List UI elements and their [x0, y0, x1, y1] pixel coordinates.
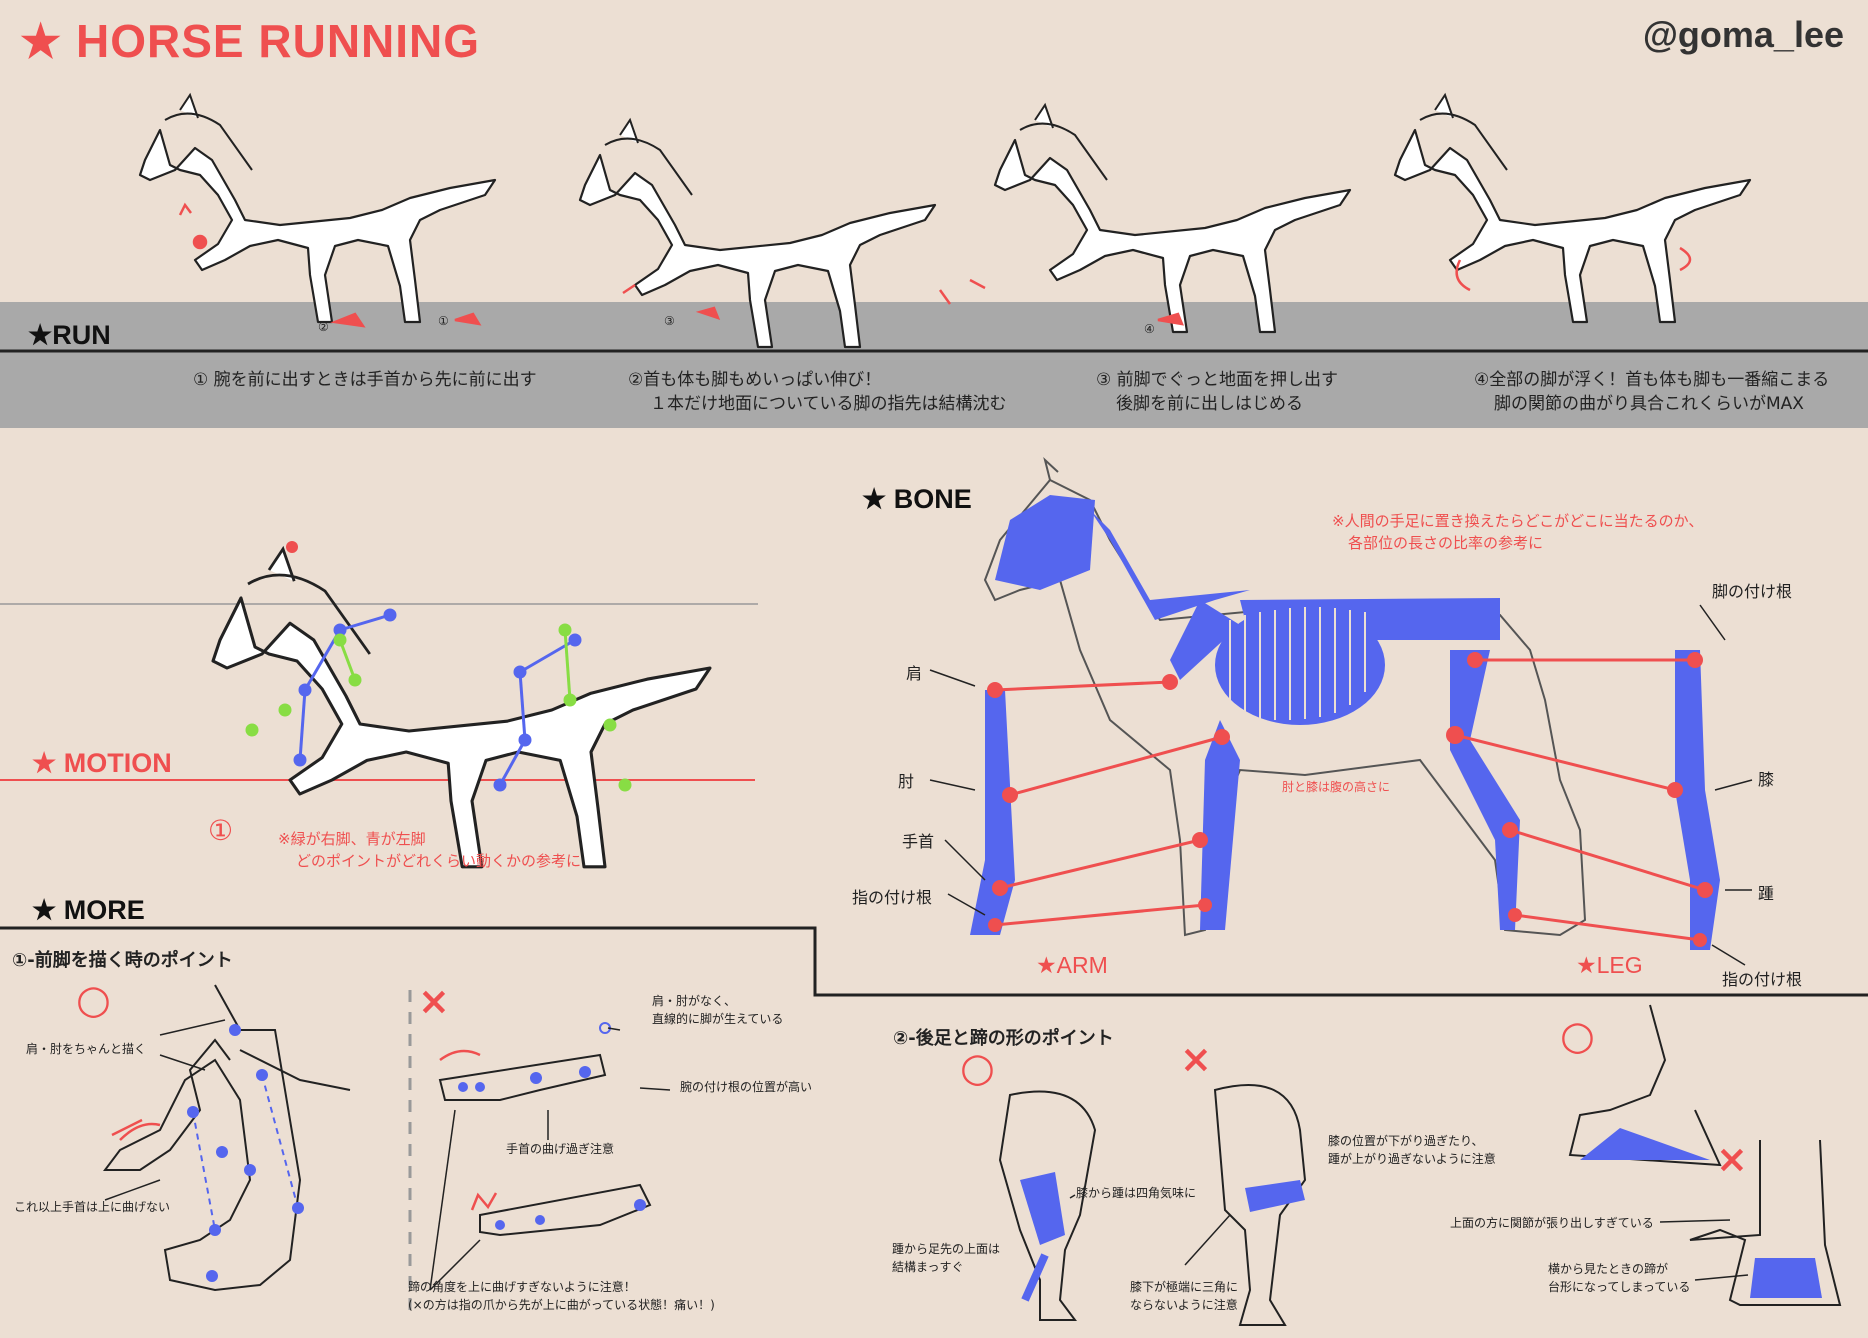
more-box-outline — [0, 926, 1868, 997]
more1-title: ①-前脚を描く時のポイント — [12, 950, 233, 971]
more2-hoof-good-mark: ○ — [1560, 1013, 1595, 1059]
bone-note: ※人間の手足に置き換えたらどこがどこに当たるのか、各部位の長さの比率の参考に — [1332, 512, 1704, 552]
more2-good-leg — [998, 1090, 1097, 1321]
more1-bad-note1: 肩・肘がなく、直線的に脚が生えている — [652, 994, 784, 1026]
arm-label-shoulder: 肩 — [906, 664, 923, 683]
author-handle: @goma_lee — [1642, 14, 1844, 55]
leg-label-finger-base: 指の付け根 — [1722, 970, 1803, 989]
section-run-label: ★RUN — [28, 320, 111, 350]
arm-label-elbow: 肘 — [898, 772, 915, 791]
run-horse-3 — [993, 103, 1352, 334]
leg-title: ★LEG — [1576, 952, 1643, 978]
more1-bottom-note: 蹄の角度を上に曲げすぎないように注意！(×の方は指の爪から先が上に曲がっている状… — [408, 1280, 715, 1312]
run-caption-4: ④全部の脚が浮く！首も体も脚も一番縮こまる脚の関節の曲がり具合これくらいがMAX — [1474, 370, 1830, 414]
run-marker: ④ — [1144, 322, 1155, 336]
section-bone-label: ★ BONE — [862, 484, 972, 514]
arm-label-wrist: 手首 — [902, 832, 935, 851]
more2-bad-mark: × — [1180, 1037, 1212, 1081]
more2-note-trapezoid: 横から見たときの蹄が台形になってしまっている — [1548, 1262, 1691, 1294]
arm-label-finger-base: 指の付け根 — [852, 888, 933, 907]
run-marker: ① — [438, 314, 449, 328]
more2-note-heel: 踵から足先の上面は結構まっすぐ — [892, 1242, 1001, 1274]
run-horse-1 — [138, 93, 497, 324]
run-caption-1: ① 腕を前に出すときは手首から先に前に出す — [193, 370, 537, 390]
more1-good-sketch — [103, 984, 351, 1292]
more2-hoof-sketches — [1568, 1004, 1842, 1306]
more1-good-mark: ○ — [76, 977, 111, 1023]
run-caption-2: ②首も体も脚もめいっぱい伸び！１本だけ地面についている脚の指先は結構沈む — [628, 370, 1007, 414]
more2-note-knee: 膝の位置が下がり過ぎたり、踵が上がり過ぎないように注意 — [1328, 1134, 1496, 1166]
more2-bad-leg — [1213, 1084, 1307, 1326]
more2-note-triangle: 膝下が極端に三角にならないように注意 — [1130, 1280, 1239, 1312]
page-title: ★ HORSE RUNNING — [20, 15, 481, 67]
more2-note-joint: 上面の方に関節が張り出しすぎている — [1450, 1216, 1654, 1230]
leg-label-heel: 踵 — [1758, 884, 1775, 903]
bone-elbow-note: 肘と膝は腹の高さに — [1282, 780, 1391, 794]
more2-hoof-bad-mark: × — [1716, 1137, 1748, 1181]
run-caption-3: ③ 前脚でぐっと地面を押し出す後脚を前に出しはじめる — [1096, 370, 1338, 414]
leg-label-hip: 脚の付け根 — [1712, 582, 1793, 601]
more1-bad-note3: 手首の曲げ過ぎ注意 — [506, 1142, 615, 1156]
motion-note: ※緑が右脚、青が左脚どのポイントがどれくらい動くかの参考に — [278, 830, 582, 870]
more1-good-note2: これ以上手首は上に曲げない — [14, 1200, 171, 1214]
section-more-label: ★ MORE — [32, 895, 145, 925]
run-marker: ③ — [664, 314, 675, 328]
more1-bad-sketch — [438, 1053, 652, 1237]
more2-title: ②-後足と蹄の形のポイント — [893, 1028, 1114, 1049]
run-ground-band — [0, 302, 1868, 350]
arm-title: ★ARM — [1036, 952, 1108, 978]
bone-comparison-lines — [994, 658, 1706, 942]
more2-good-mark: ○ — [960, 1045, 995, 1091]
section-motion-label: ★ MOTION — [32, 748, 172, 778]
run-horse-4 — [1393, 93, 1752, 324]
run-caption-band — [0, 352, 1868, 428]
more1-good-note1: 肩・肘をちゃんと描く — [26, 1042, 147, 1056]
leg-label-knee: 膝 — [1758, 770, 1775, 789]
run-marker: ② — [318, 320, 329, 334]
more1-bad-mark: × — [418, 979, 450, 1023]
motion-marker: ① — [208, 814, 234, 847]
bone-skeleton — [970, 495, 1720, 950]
more1-bad-note2: 腕の付け根の位置が高い — [680, 1080, 813, 1094]
more2-note-square: 膝から踵は四角気味に — [1076, 1186, 1197, 1200]
